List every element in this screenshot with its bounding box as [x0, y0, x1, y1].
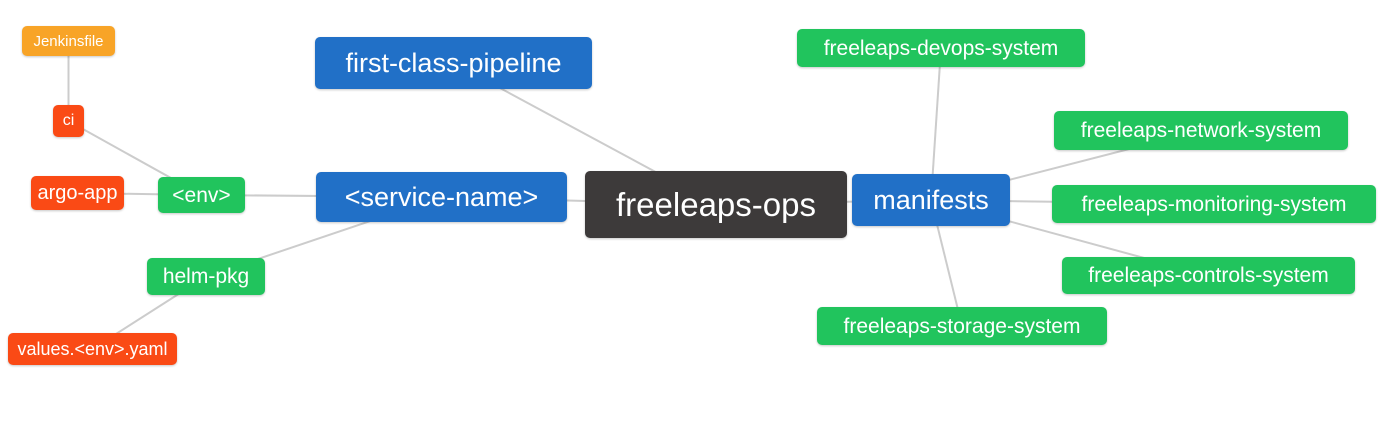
node-service-name[interactable]: <service-name>: [316, 172, 567, 222]
node-freeleaps-devops-system[interactable]: freeleaps-devops-system: [797, 29, 1085, 67]
node-first-class-pipeline[interactable]: first-class-pipeline: [315, 37, 592, 89]
node-freeleaps-controls-system[interactable]: freeleaps-controls-system: [1062, 257, 1355, 294]
node-argo-app[interactable]: argo-app: [31, 176, 124, 210]
node-freeleaps-network-system[interactable]: freeleaps-network-system: [1054, 111, 1348, 150]
node-manifests[interactable]: manifests: [852, 174, 1010, 226]
node-env[interactable]: <env>: [158, 177, 245, 213]
node-freeleaps-ops[interactable]: freeleaps-ops: [585, 171, 847, 238]
node-values-env-yaml[interactable]: values.<env>.yaml: [8, 333, 177, 365]
node-ci[interactable]: ci: [53, 105, 84, 137]
node-jenkinsfile[interactable]: Jenkinsfile: [22, 26, 115, 56]
node-helm-pkg[interactable]: helm-pkg: [147, 258, 265, 295]
node-freeleaps-storage-system[interactable]: freeleaps-storage-system: [817, 307, 1107, 345]
node-freeleaps-monitoring-system[interactable]: freeleaps-monitoring-system: [1052, 185, 1376, 223]
